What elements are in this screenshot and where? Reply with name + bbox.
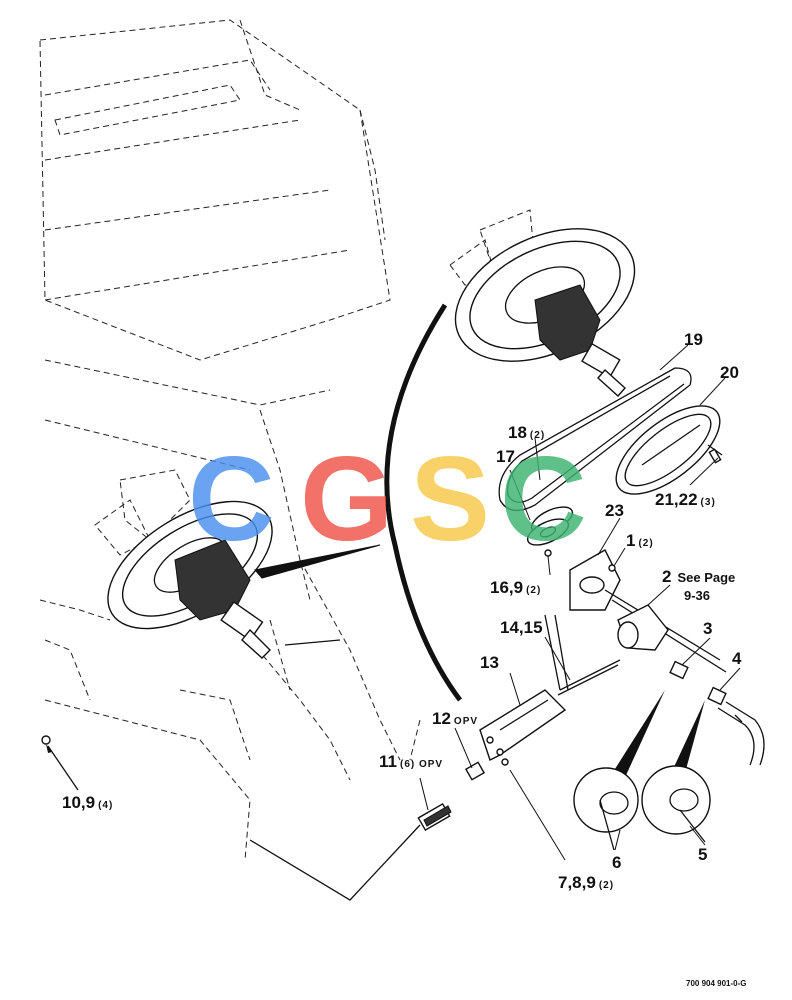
callout-2: 2 <box>662 567 671 586</box>
callout-7-8-9: 7,8,9 <box>558 873 596 892</box>
callout-21-22: 21,22 <box>655 490 698 509</box>
callout-14-15: 14,15 <box>500 618 543 637</box>
callout-18-qty: (2) <box>530 430 545 441</box>
svg-text:19: 19 <box>684 330 703 349</box>
svg-text:17: 17 <box>496 447 515 466</box>
callout-11: 11 <box>379 752 397 771</box>
callout-12-qty: OPV <box>454 716 478 727</box>
watermark-letter-1: C <box>188 432 275 566</box>
zoom-callout-bracket <box>254 303 463 702</box>
callout-19: 19 <box>684 330 703 349</box>
watermark: C G S C <box>188 432 587 566</box>
watermark-letter-4: C <box>500 432 587 566</box>
document-number: 700 904 901-0-G <box>686 979 747 988</box>
callout-17: 17 <box>496 447 515 466</box>
watermark-letter-3: S <box>410 432 490 566</box>
bolt-10 <box>41 735 79 791</box>
svg-text:18(2): 18(2) <box>508 423 545 442</box>
callout-16-9: 16,9 <box>490 578 523 597</box>
callout-11-qty: (6) OPV <box>400 759 443 770</box>
arm-13 <box>479 689 567 766</box>
callout-1-qty: (2) <box>638 538 653 549</box>
svg-text:14,15: 14,15 <box>500 618 543 637</box>
lower-left-pulley-assembly <box>94 469 273 659</box>
shield-20 <box>615 405 723 495</box>
callout-21-22-qty: (3) <box>701 497 716 508</box>
watermark-letter-2: G <box>300 432 393 566</box>
svg-text:21,22(3): 21,22(3) <box>655 490 716 509</box>
svg-text:11(6) OPV: 11(6) OPV <box>379 752 443 771</box>
svg-text:7,8,9(2): 7,8,9(2) <box>558 873 614 892</box>
callout-20: 20 <box>720 363 739 382</box>
gearbox-2 <box>617 604 669 651</box>
svg-text:4: 4 <box>732 649 742 668</box>
rods-14-15 <box>544 614 621 696</box>
detail-washer-6 <box>573 690 665 851</box>
callout-2-see-page: See Page <box>677 570 735 585</box>
couplers-3-4 <box>669 660 765 766</box>
svg-text:23: 23 <box>605 501 624 520</box>
callout-3: 3 <box>703 619 712 638</box>
svg-text:1(2): 1(2) <box>626 531 654 550</box>
svg-text:20: 20 <box>720 363 739 382</box>
svg-text:5: 5 <box>698 845 707 864</box>
detail-washer-5 <box>641 700 711 843</box>
callout-13: 13 <box>480 653 499 672</box>
callout-6: 6 <box>612 853 621 872</box>
callout-labels: 19 20 18(2) 17 21,22(3) 23 1(2) 16,9(2) … <box>62 330 747 988</box>
callout-10-9-qty: (4) <box>98 800 113 811</box>
callout-7-8-9-qty: (2) <box>599 880 614 891</box>
svg-text:10,9(4): 10,9(4) <box>62 793 113 812</box>
callout-23: 23 <box>605 501 624 520</box>
callout-18: 18 <box>508 423 527 442</box>
callout-4: 4 <box>732 649 742 668</box>
belt-19 <box>498 367 692 512</box>
guards-11-12 <box>417 761 486 832</box>
svg-text:3: 3 <box>703 619 712 638</box>
callout-5: 5 <box>698 845 707 864</box>
callout-2-page-ref: 9-36 <box>684 588 710 603</box>
sheave-17 <box>526 506 574 557</box>
callout-1: 1 <box>626 531 635 550</box>
upper-right-pulley-assembly <box>449 209 636 397</box>
svg-text:16,9(2): 16,9(2) <box>490 578 541 597</box>
callout-12: 12 <box>432 709 451 728</box>
callout-16-9-qty: (2) <box>526 585 541 596</box>
svg-text:6: 6 <box>612 853 621 872</box>
mount-bracket-23 <box>569 549 727 673</box>
svg-text:13: 13 <box>480 653 499 672</box>
callout-10-9: 10,9 <box>62 793 95 812</box>
leader-lines <box>419 344 741 861</box>
machine-housing <box>39 19 421 901</box>
